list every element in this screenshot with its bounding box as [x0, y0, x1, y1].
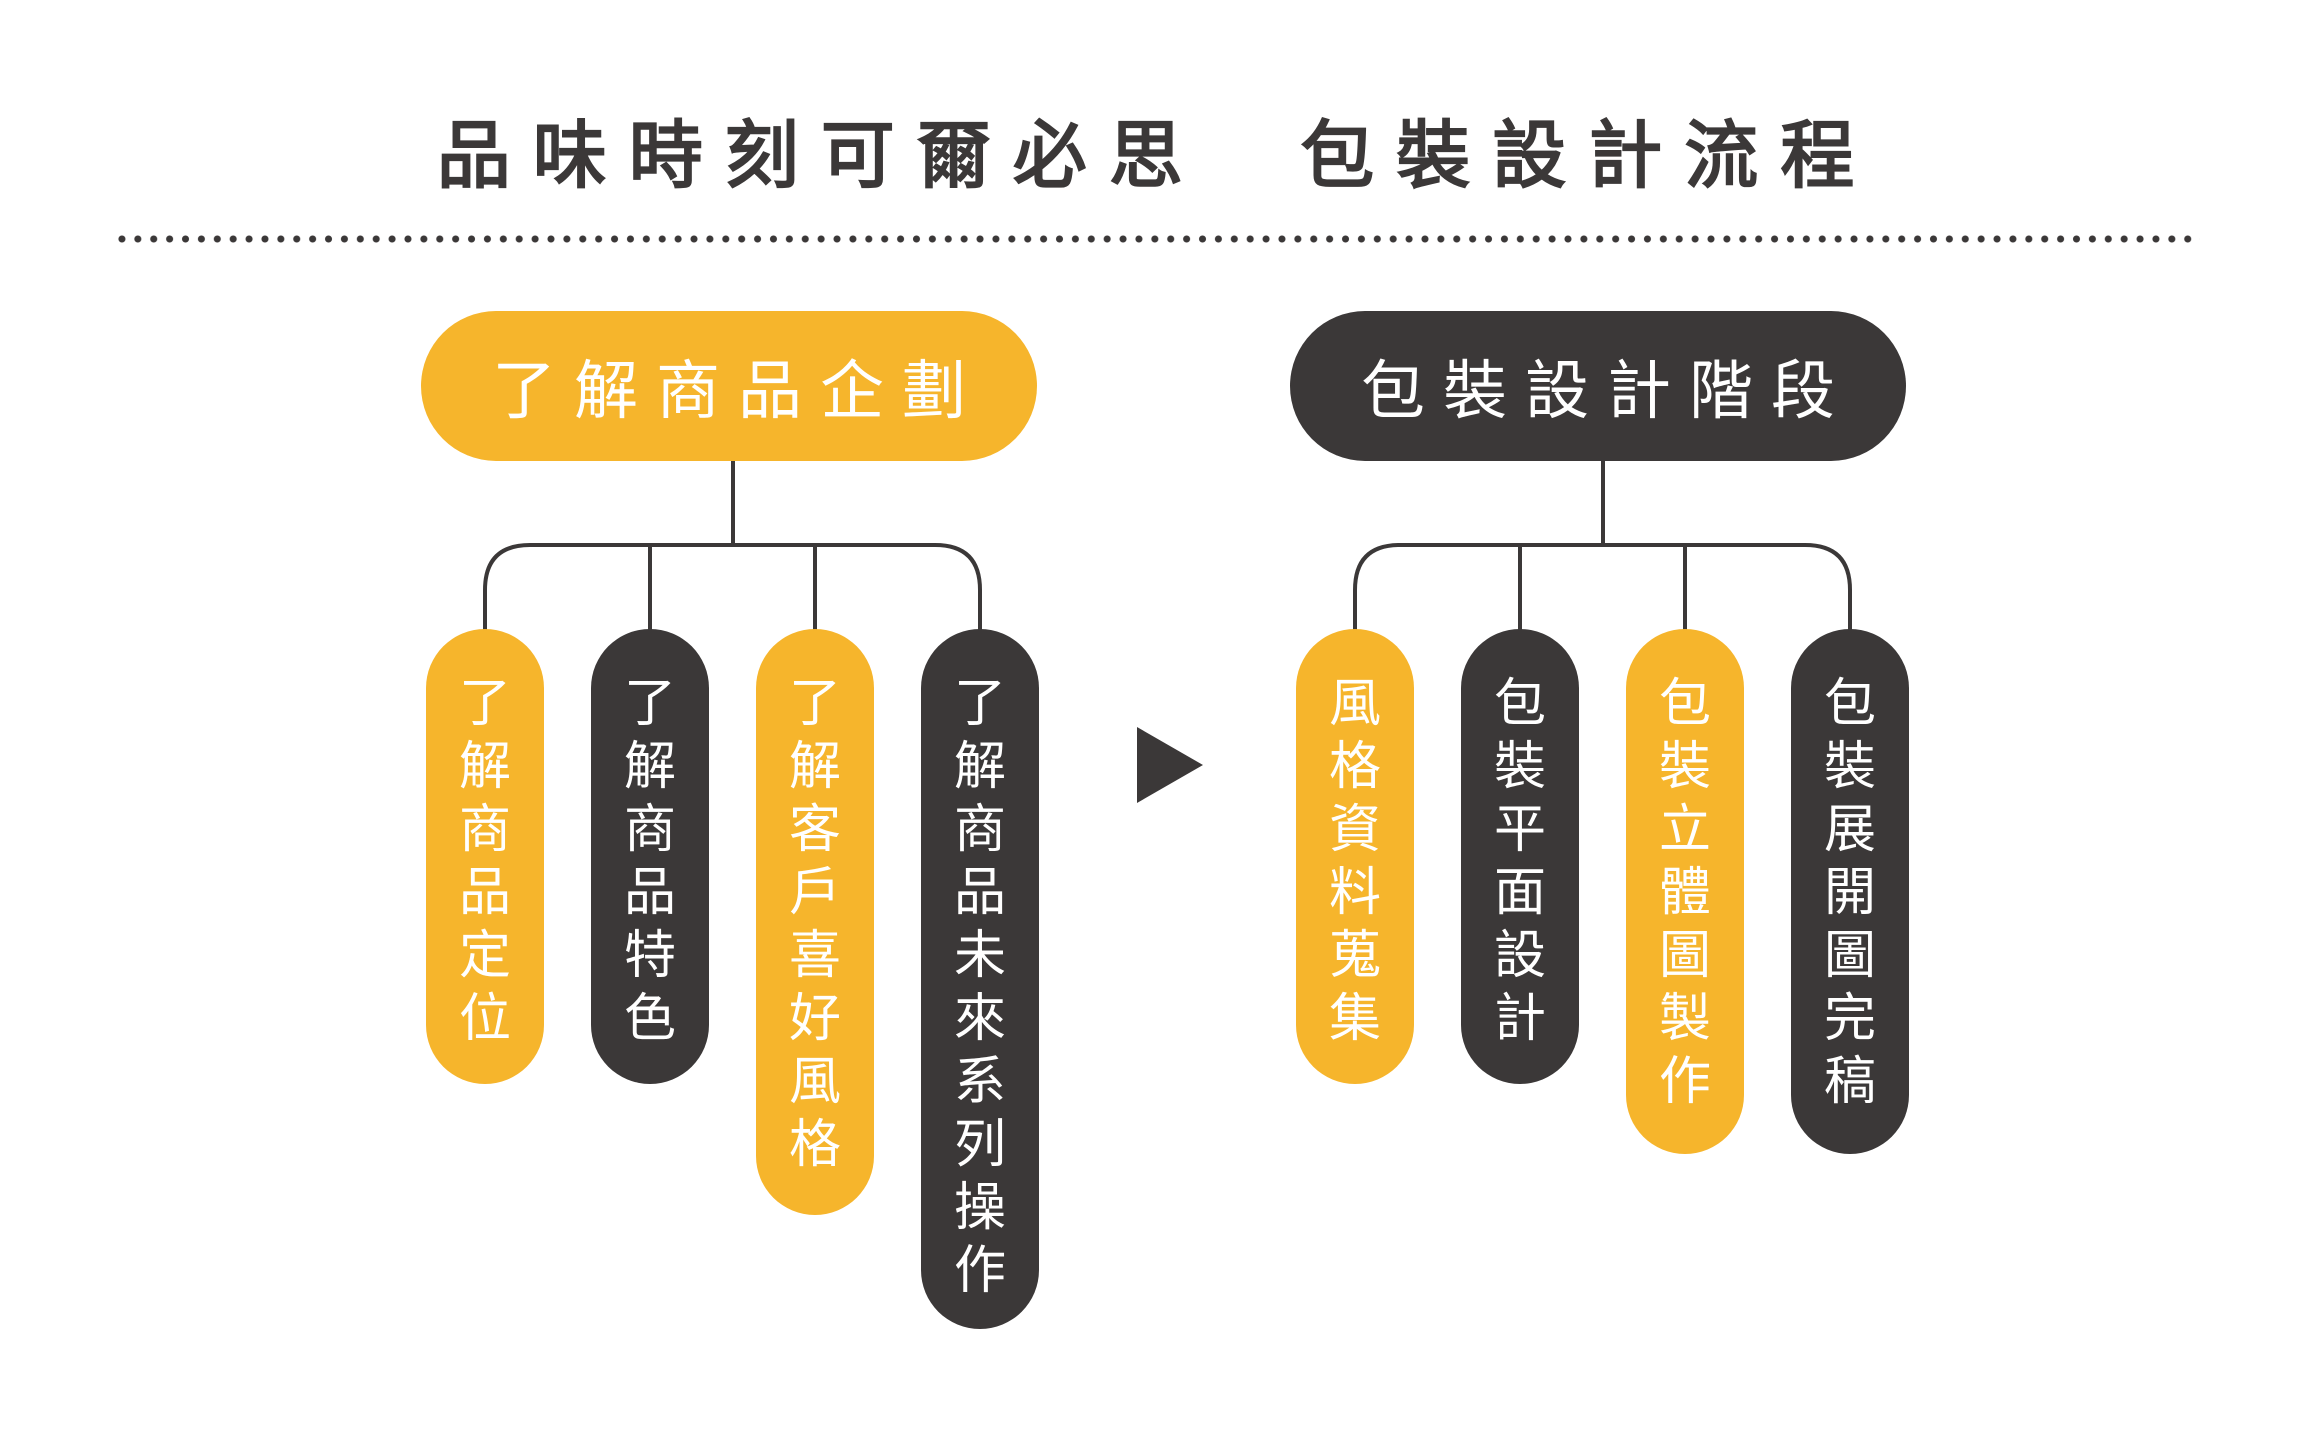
step-product-features: 了解商品特色 [591, 629, 709, 1084]
step-dieline-artwork: 包裝展開圖完稿 [1791, 629, 1909, 1154]
step-label-char: 稿 [1823, 1052, 1876, 1112]
page-title: 品味時刻可爾必思 包裝設計流程 [436, 113, 1877, 199]
step-label-char: 蒐 [1328, 926, 1381, 986]
step-label-char: 風 [788, 1052, 841, 1112]
step-label: 了解商品特色 [624, 673, 676, 1051]
step-label-char: 了 [458, 674, 511, 734]
step-label-char: 格 [788, 1115, 841, 1175]
step-label-char: 了 [953, 674, 1006, 734]
step-style-research: 風格資料蒐集 [1296, 629, 1414, 1084]
connector-group-1 [483, 458, 982, 634]
step-label-char: 包 [1658, 674, 1711, 734]
step-label-char: 開 [1823, 863, 1876, 923]
step-label-char: 了 [623, 674, 676, 734]
step-label-char: 製 [1658, 989, 1711, 1049]
group-header-label: 了解商品企劃 [492, 355, 984, 429]
step-label: 包裝平面設計 [1494, 673, 1546, 1051]
step-label-char: 商 [953, 800, 1006, 860]
step-label: 風格資料蒐集 [1329, 673, 1381, 1051]
step-label-char: 喜 [788, 926, 841, 986]
step-label-char: 解 [953, 737, 1006, 797]
step-label-char: 位 [458, 989, 511, 1049]
step-label-char: 料 [1328, 863, 1381, 923]
step-label-char: 了 [788, 674, 841, 734]
step-label-char: 商 [623, 800, 676, 860]
step-label-char: 平 [1493, 800, 1546, 860]
group-header-product-planning: 了解商品企劃 [421, 311, 1037, 461]
step-label-char: 展 [1823, 800, 1876, 860]
step-label-char: 裝 [1493, 737, 1546, 797]
step-label: 了解客戶喜好風格 [789, 673, 841, 1177]
step-label-char: 未 [953, 926, 1006, 986]
step-label-char: 客 [788, 800, 841, 860]
step-label-char: 完 [1823, 989, 1876, 1049]
step-label-char: 包 [1493, 674, 1546, 734]
step-label-char: 立 [1658, 800, 1711, 860]
step-label-char: 列 [953, 1115, 1006, 1175]
step-label-char: 品 [623, 863, 676, 923]
step-product-positioning: 了解商品定位 [426, 629, 544, 1084]
step-label-char: 解 [458, 737, 511, 797]
step-label-char: 戶 [788, 863, 841, 923]
step-label-char: 圖 [1658, 926, 1711, 986]
step-label-char: 作 [953, 1241, 1006, 1301]
step-3d-render: 包裝立體圖製作 [1626, 629, 1744, 1154]
group-header-package-design: 包裝設計階段 [1290, 311, 1906, 461]
step-label-char: 計 [1493, 989, 1546, 1049]
step-label: 了解商品未來系列操作 [954, 673, 1006, 1303]
step-label-char: 裝 [1823, 737, 1876, 797]
step-label-char: 體 [1658, 863, 1711, 923]
step-label-char: 解 [623, 737, 676, 797]
step-label: 包裝立體圖製作 [1659, 673, 1711, 1114]
step-label-char: 品 [458, 863, 511, 923]
step-label-char: 解 [788, 737, 841, 797]
step-label-char: 包 [1823, 674, 1876, 734]
step-label-char: 定 [458, 926, 511, 986]
step-label-char: 操 [953, 1178, 1006, 1238]
step-flat-design: 包裝平面設計 [1461, 629, 1579, 1084]
step-label-char: 圖 [1823, 926, 1876, 986]
step-label-char: 作 [1658, 1052, 1711, 1112]
step-label: 包裝展開圖完稿 [1824, 673, 1876, 1114]
step-label-char: 資 [1328, 800, 1381, 860]
group-header-label: 包裝設計階段 [1361, 355, 1853, 429]
step-label-char: 商 [458, 800, 511, 860]
step-label-char: 集 [1328, 989, 1381, 1049]
connector-group-2 [1353, 458, 1852, 634]
step-label-char: 色 [623, 989, 676, 1049]
step-label-char: 風 [1328, 674, 1381, 734]
dotted-divider [114, 234, 2200, 244]
step-label: 了解商品定位 [459, 673, 511, 1051]
step-label-char: 系 [953, 1052, 1006, 1112]
step-label-char: 裝 [1658, 737, 1711, 797]
step-future-series: 了解商品未來系列操作 [921, 629, 1039, 1329]
step-label-char: 格 [1328, 737, 1381, 797]
play-triangle-icon [1137, 727, 1203, 803]
step-client-style: 了解客戶喜好風格 [756, 629, 874, 1215]
step-label-char: 面 [1493, 863, 1546, 923]
step-label-char: 品 [953, 863, 1006, 923]
step-label-char: 好 [788, 989, 841, 1049]
step-label-char: 特 [623, 926, 676, 986]
step-label-char: 來 [953, 989, 1006, 1049]
step-label-char: 設 [1493, 926, 1546, 986]
